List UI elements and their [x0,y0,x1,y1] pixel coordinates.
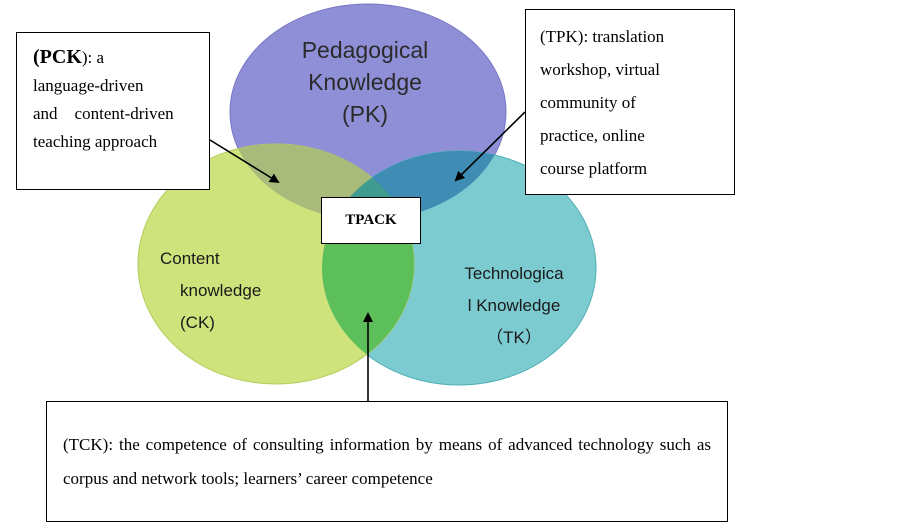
tpk-line5: course platform [540,159,648,178]
tpk-callout-box: (TPK): translation workshop, virtual com… [525,9,735,195]
pck-callout-box: (PCK): a language-driven and content-dri… [16,32,210,190]
tk-label-line2: l Knowledge [467,296,561,315]
ck-label-line1: Content [160,249,220,268]
tpk-line2: workshop, virtual [540,60,660,79]
pck-close: ): a [81,48,105,67]
ck-label: Content knowledge (CK) [160,243,290,339]
pck-line2: language-driven [33,76,144,95]
tk-label: Technologica l Knowledge （TK） [444,258,584,354]
tpack-label-box: TPACK [321,197,421,244]
pck-open: ( [33,46,40,68]
tck-text: (TCK): the competence of consulting info… [63,435,711,488]
pck-abbr: PCK [39,46,82,68]
tpk-line3: community of [540,93,636,112]
pk-label-line1: Pedagogical [301,37,429,63]
tpk-line1: (TPK): translation [540,27,665,46]
pck-line3: and content-driven [33,104,174,123]
tpack-label: TPACK [345,212,397,228]
pck-line1: (PCK): a [33,43,193,72]
pk-label-line3: (PK) [342,101,388,127]
pck-arrow [209,139,280,184]
ck-label-line3: (CK) [180,313,215,332]
tpk-line4: practice, online [540,126,645,145]
tpk-arrow [454,111,526,182]
pk-label: Pedagogical Knowledge (PK) [262,34,468,130]
tk-label-line3: （TK） [486,328,542,347]
pk-label-line2: Knowledge [308,69,422,95]
pck-line4: teaching approach [33,132,158,151]
ck-label-line2: knowledge [180,281,262,300]
tk-label-line1: Technologica [464,264,564,283]
tck-callout-box: (TCK): the competence of consulting info… [46,401,728,522]
